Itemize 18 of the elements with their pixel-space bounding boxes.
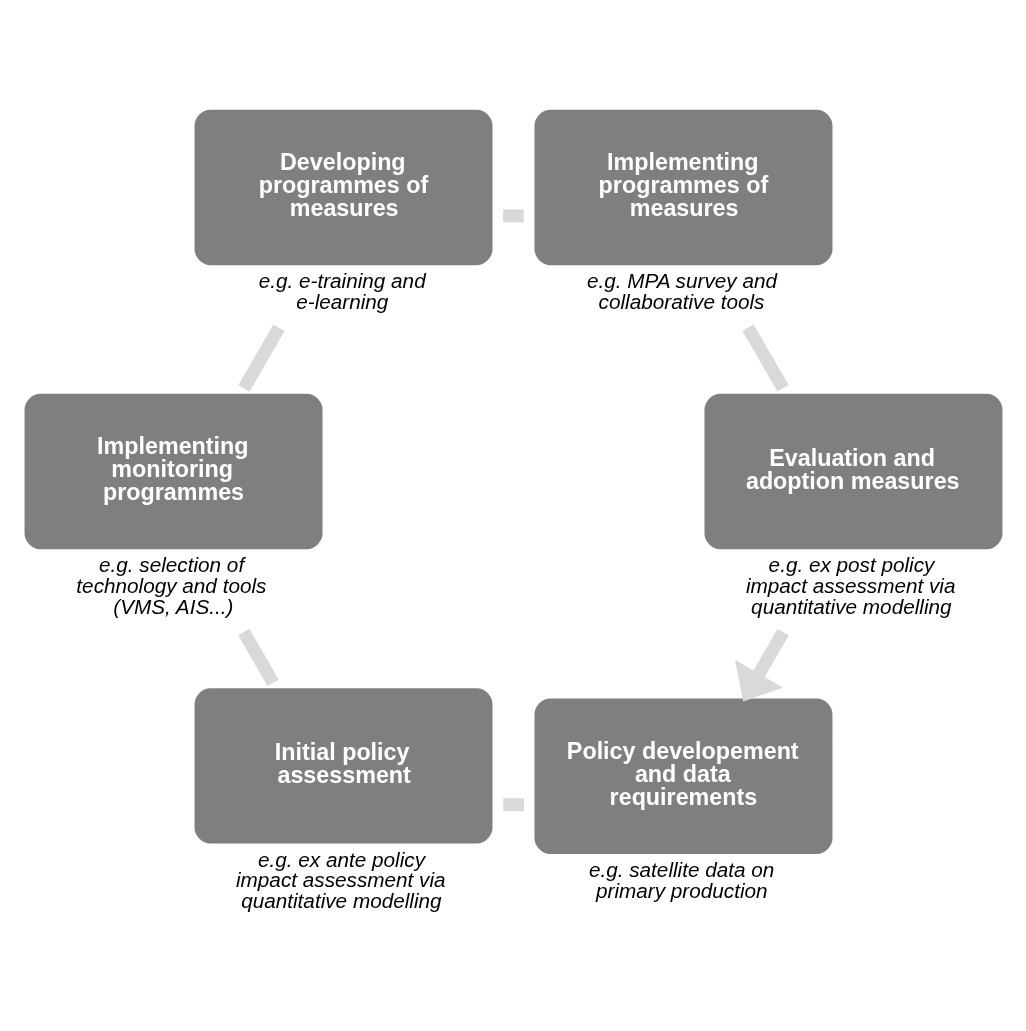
node-label: e.g. ex ante policy impact assessment via quantitative modelling <box>235 847 446 913</box>
connector <box>237 324 285 392</box>
connector <box>502 209 524 223</box>
connector <box>741 324 789 392</box>
node-label: e.g. satellite data on primary production <box>588 858 774 902</box>
node-box: Implementing monitoring programmes <box>24 393 322 550</box>
node-box: Evaluation and adoption measures <box>704 393 1002 550</box>
node-label: e.g. MPA survey and collaborative tools <box>586 269 777 313</box>
connector <box>237 628 279 687</box>
node-label: e.g. ex post policy impact assessment via quantitative modelling <box>745 553 956 618</box>
node-label: e.g. e-training and e-learning <box>258 269 426 313</box>
node-box: Initial policy assessment <box>194 688 492 844</box>
connector <box>502 798 524 812</box>
node-label: e.g. selection of technology and tools (VMS, AIS...) <box>75 553 266 618</box>
arrow <box>734 628 789 702</box>
node-box: Developing programmes of measures <box>194 109 492 266</box>
node-box: Policy developement and data requirements <box>534 698 832 854</box>
node-box: Implementing programmes of measures <box>534 109 832 266</box>
